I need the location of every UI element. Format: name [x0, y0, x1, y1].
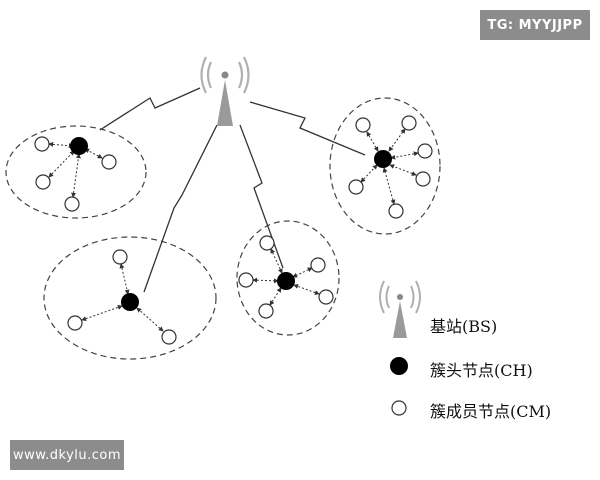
- cluster-1: [34, 136, 117, 212]
- cluster-member-node: [259, 235, 275, 251]
- cluster-member-node: [318, 289, 334, 305]
- cluster-member-node: [67, 315, 83, 331]
- legend-cluster-head-icon: [390, 357, 408, 375]
- cluster-head-node: [277, 272, 295, 290]
- legend-base-station-label: 基站(BS): [430, 317, 498, 336]
- cluster-head-node: [374, 150, 392, 168]
- wireless-link-ch2: [249, 101, 366, 156]
- legend-base-station-icon: [379, 280, 421, 338]
- cluster-member-node: [238, 272, 254, 288]
- cluster-head-node: [121, 293, 139, 311]
- cluster-member-node: [401, 115, 417, 131]
- cluster-member-node: [348, 179, 364, 195]
- legend-cluster-member-icon: [391, 400, 407, 416]
- wireless-link-ch3: [143, 124, 218, 293]
- watermark-top-right: TG: MYYJJPP: [480, 10, 590, 40]
- cluster-3: [67, 249, 177, 345]
- cluster-member-node: [388, 203, 404, 219]
- watermark-bottom-left: www.dkylu.com: [10, 440, 124, 470]
- cluster-head-node: [70, 137, 88, 155]
- cluster-member-node: [415, 171, 431, 187]
- cluster-member-node: [34, 136, 50, 152]
- cluster-member-node: [112, 249, 128, 265]
- cluster-member-node: [35, 174, 51, 190]
- wireless-link-ch4: [239, 124, 284, 269]
- cluster-member-node: [310, 257, 326, 273]
- cluster-boundary-3: [43, 236, 217, 360]
- cluster-boundary-2: [329, 97, 441, 235]
- cluster-member-node: [64, 196, 80, 212]
- cluster-member-node: [258, 303, 274, 319]
- cluster-4: [238, 235, 334, 319]
- legend-cluster-member-label: 簇成员节点(CM): [430, 402, 552, 421]
- wireless-link-ch1: [99, 87, 201, 131]
- cluster-member-node: [417, 143, 433, 159]
- cluster-member-node: [161, 329, 177, 345]
- cluster-boundary-1: [5, 125, 147, 219]
- cluster-member-node: [101, 154, 117, 170]
- cluster-2: [348, 115, 433, 219]
- cluster-member-node: [355, 117, 371, 133]
- legend-cluster-head-label: 簇头节点(CH): [430, 361, 533, 380]
- cluster-boundary-4: [236, 220, 340, 336]
- base-station-icon: [200, 56, 250, 126]
